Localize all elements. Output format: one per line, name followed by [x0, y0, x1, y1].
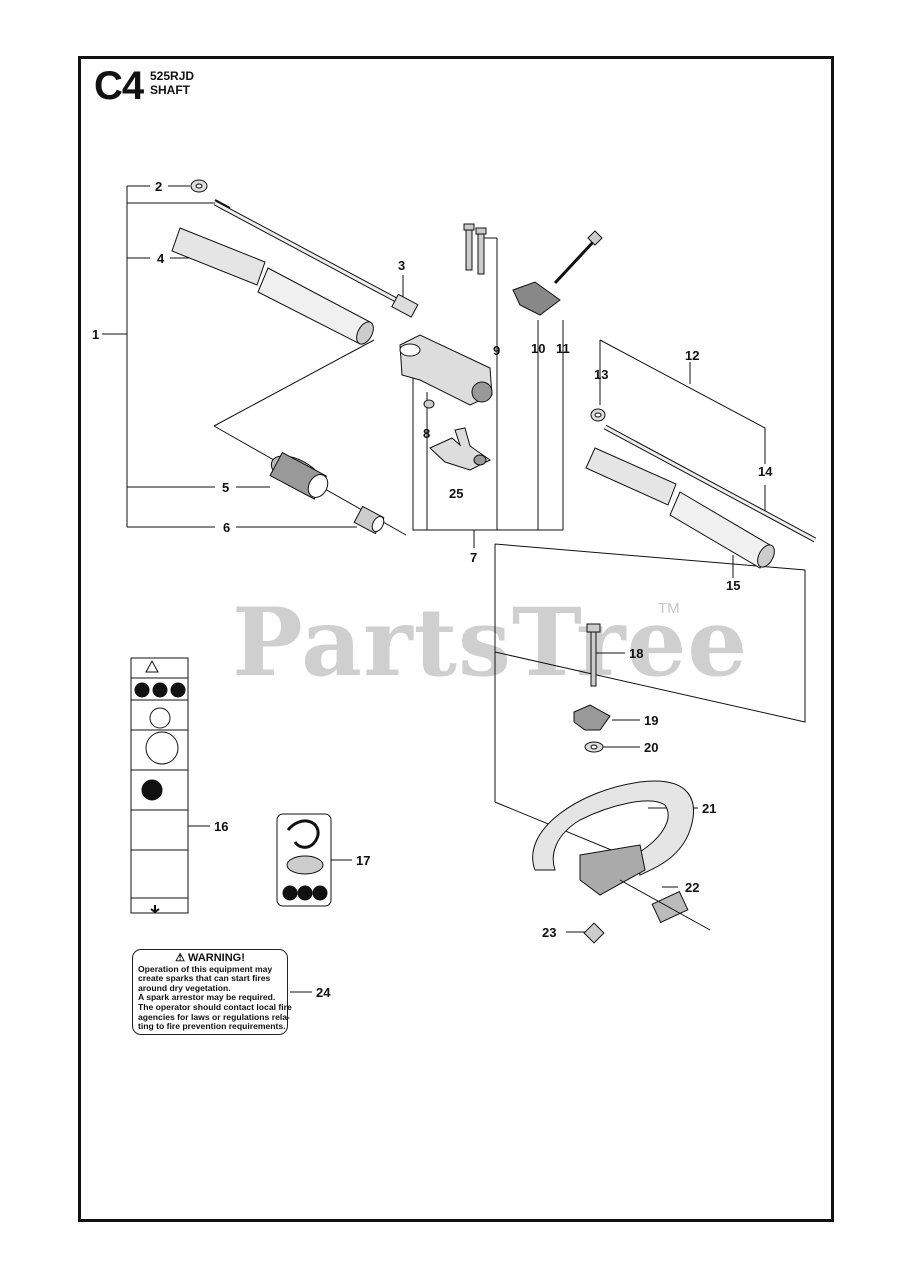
callout-4: 4 — [157, 251, 165, 266]
callout-23: 23 — [542, 925, 556, 940]
nut-icon — [423, 399, 435, 409]
knob-icon — [573, 704, 611, 731]
warning-triangle-icon: ⚠ — [175, 952, 185, 964]
warning-line: agencies for laws or regulations rela- — [138, 1011, 290, 1022]
lower-shaft-icon — [585, 408, 817, 569]
mount-icon — [429, 427, 491, 471]
section-code: C4 — [94, 64, 144, 108]
tube-icon — [171, 227, 374, 345]
callout-19: 19 — [644, 713, 658, 728]
watermark-trademark: TM — [658, 600, 680, 617]
callout-16: 16 — [214, 819, 228, 834]
callout-22: 22 — [685, 880, 699, 895]
callout-5: 5 — [222, 480, 229, 495]
handle-bolt-icon — [586, 623, 601, 687]
warning-title: ⚠ WARNING! — [138, 952, 282, 964]
bracket-7 — [412, 238, 564, 548]
liner-icon — [269, 451, 329, 500]
callout-17: 17 — [356, 853, 370, 868]
washer-icon — [190, 179, 208, 193]
callout-20: 20 — [644, 740, 658, 755]
clamp-icon — [399, 334, 493, 406]
section-name: SHAFT — [150, 83, 190, 97]
callout-1: 1 — [92, 327, 99, 342]
callout-9: 9 — [493, 343, 500, 358]
callout-2: 2 — [155, 179, 162, 194]
square-nut-icon — [583, 922, 605, 944]
bracket-icon — [512, 281, 561, 316]
handle-washer-icon — [584, 741, 604, 753]
callout-7: 7 — [470, 550, 477, 565]
callout-12: 12 — [685, 348, 699, 363]
explode-line-handle — [494, 543, 806, 802]
handle-icon — [532, 780, 694, 896]
spool-decal-17 — [276, 813, 332, 907]
callout-13: 13 — [594, 367, 608, 382]
watermark-text: PartsTree — [232, 588, 749, 698]
clip-icon — [619, 879, 711, 931]
warning-line: create sparks that can start fires — [138, 973, 271, 984]
screw-icon — [463, 223, 487, 275]
callout-3: 3 — [398, 258, 405, 273]
callout-8: 8 — [423, 426, 430, 441]
callout-21: 21 — [702, 801, 716, 816]
callout-11: 11 — [556, 341, 570, 356]
warning-line: The operator should contact local fire — [138, 1001, 292, 1012]
leader-group-1 — [102, 185, 215, 528]
model-title: 525RJD SHAFT — [150, 69, 194, 97]
callout-15: 15 — [726, 578, 740, 593]
warning-decal-24: ⚠ WARNING! Operation of this equipment m… — [132, 949, 292, 1035]
callout-24: 24 — [316, 985, 331, 1000]
explode-line-shaft — [213, 339, 407, 536]
bracket-12 — [599, 339, 766, 464]
bolt-icon — [553, 230, 603, 285]
callout-18: 18 — [629, 646, 643, 661]
diagram-frame — [78, 56, 834, 1222]
warning-line: ting to fire prevention requirements. — [138, 1021, 286, 1032]
callout-10: 10 — [531, 341, 545, 356]
bushing-icon — [353, 505, 385, 535]
model-number: 525RJD — [150, 69, 195, 83]
safety-decal-16 — [130, 657, 189, 914]
callout-25: 25 — [449, 486, 463, 501]
callout-14: 14 — [758, 464, 773, 479]
warning-line: A spark arrestor may be required. — [138, 992, 276, 1003]
drive-shaft-icon — [213, 199, 419, 318]
warning-line: around dry vegetation. — [138, 982, 231, 993]
callout-6: 6 — [223, 520, 230, 535]
warning-line: Operation of this equipment may — [138, 963, 273, 974]
warning-title-text: WARNING! — [188, 952, 245, 964]
